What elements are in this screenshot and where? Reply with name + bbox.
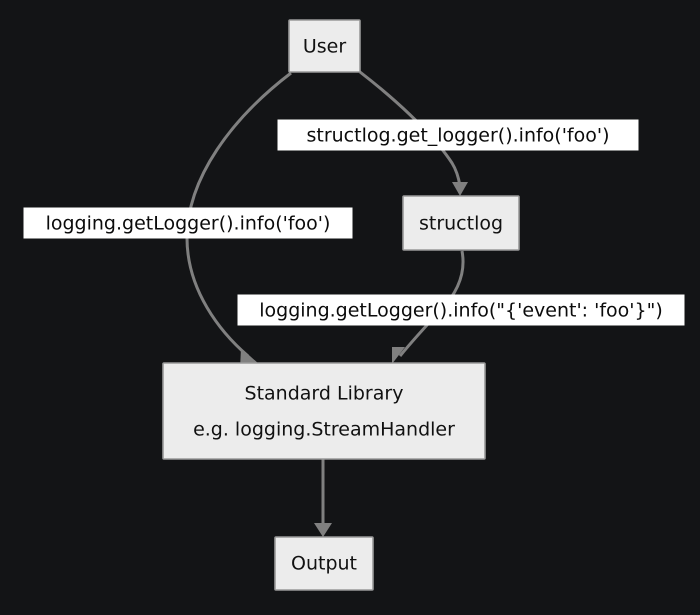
edge-label-user-to-structlog: structlog.get_logger().info('foo') <box>277 119 639 151</box>
edge-user-to-structlog <box>359 70 468 196</box>
edge-label-structlog-to-stdlib: logging.getLogger().info("{'event': 'foo… <box>237 294 685 326</box>
edge-label-user-to-structlog-text: structlog.get_logger().info('foo') <box>306 125 609 147</box>
edge-stdlib-to-output <box>314 459 332 537</box>
node-output-box[interactable] <box>274 536 374 591</box>
edge-label-user-to-structlog-box <box>277 119 639 151</box>
node-user-label: User <box>303 36 346 58</box>
edge-structlog-to-stdlib-arrowhead <box>392 347 405 364</box>
node-structlog-label: structlog <box>419 213 503 235</box>
edge-stdlib-to-output-arrowhead <box>314 523 332 537</box>
node-standard-library-label-line2: e.g. logging.StreamHandler <box>193 419 455 441</box>
node-structlog-box[interactable] <box>402 195 520 251</box>
node-user-box[interactable] <box>288 19 361 73</box>
edge-user-to-structlog-path <box>359 70 462 187</box>
edge-user-to-structlog-arrowhead <box>452 182 468 196</box>
node-output-label: Output <box>291 553 357 575</box>
edge-label-user-to-stdlib-text: logging.getLogger().info('foo') <box>46 213 331 235</box>
node-standard-library-label-line1: Standard Library <box>245 383 404 405</box>
node-structlog[interactable]: structlog <box>402 195 520 251</box>
edge-label-user-to-stdlib-box <box>23 207 353 239</box>
node-standard-library-box[interactable] <box>162 362 486 460</box>
edge-label-structlog-to-stdlib-box <box>237 294 685 326</box>
node-output[interactable]: Output <box>274 536 374 591</box>
node-standard-library[interactable]: Standard Library e.g. logging.StreamHand… <box>162 362 486 460</box>
node-user[interactable]: User <box>288 19 361 73</box>
edge-label-structlog-to-stdlib-text: logging.getLogger().info("{'event': 'foo… <box>259 300 663 322</box>
edge-label-user-to-stdlib: logging.getLogger().info('foo') <box>23 207 353 239</box>
